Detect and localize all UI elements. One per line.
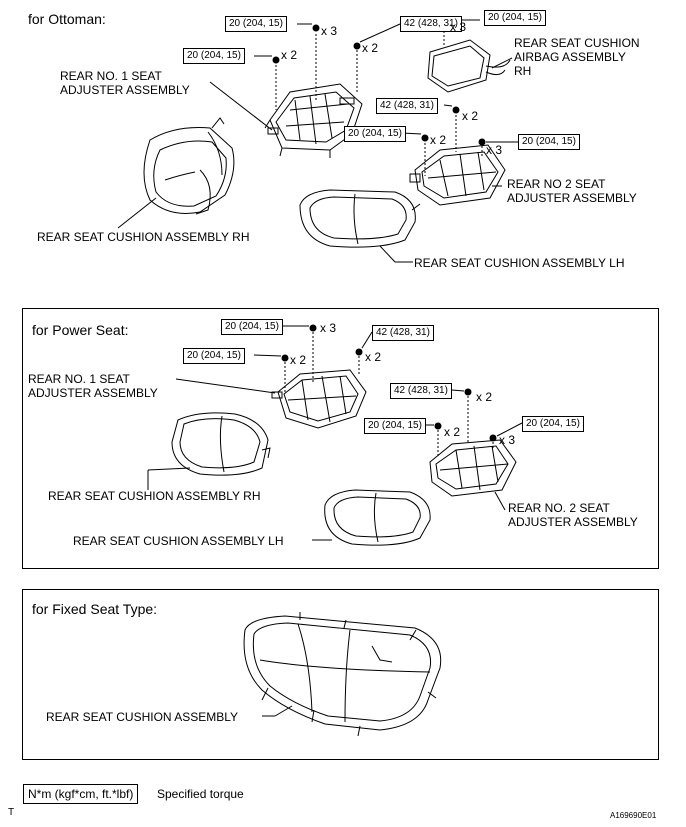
power-label-adjuster-1: REAR NO. 1 SEAT ADJUSTER ASSEMBLY [28,372,158,400]
ottoman-section-title: for Ottoman: [28,11,106,27]
power-torque-1: 20 (204, 15) [221,319,283,335]
power-qty-1: x 3 [320,321,337,335]
ottoman-qty-2: x 2 [362,41,379,55]
torque-legend-meaning: Specified torque [157,787,244,801]
ottoman-cushion-lh-drawing [299,189,421,248]
ottoman-torque-3: 20 (204, 15) [484,10,546,26]
power-qty-5: x 2 [444,425,461,439]
power-label-cushion-rh: REAR SEAT CUSHION ASSEMBLY RH [48,489,261,503]
ottoman-qty-3: x 3 [450,20,467,34]
power-cushion-lh-drawing [324,489,431,546]
ottoman-label-adjuster-2: REAR NO 2 SEAT ADJUSTER ASSEMBLY [507,177,637,205]
power-seat-panel [22,308,659,569]
power-qty-3: x 2 [290,353,307,367]
torque-unit-legend: N*m (kgf*cm, ft.*lbf) [23,784,139,804]
fixed-seat-panel [22,589,659,760]
power-torque-4: 42 (428, 31) [390,383,452,399]
ottoman-cushion-rh-drawing [143,117,235,215]
power-qty-6: x 3 [499,433,516,447]
power-torque-6: 20 (204, 15) [522,416,584,432]
power-bolt-heads [281,324,497,442]
ottoman-torque-7: 20 (204, 15) [518,134,580,150]
airbag-drawing [427,39,511,93]
power-qty-4: x 2 [476,390,493,404]
ottoman-adjuster-1-drawing [264,83,363,158]
power-cushion-rh-drawing [171,412,271,476]
ottoman-bolts [275,27,483,176]
ottoman-qty-6: x 2 [430,133,447,147]
ottoman-qty-7: x 3 [486,143,503,157]
fixed-label-cushion: REAR SEAT CUSHION ASSEMBLY [46,710,239,724]
power-torque-2: 42 (428, 31) [372,325,434,341]
fixed-leader-lines [262,705,293,717]
ottoman-qty-5: x 2 [462,109,479,123]
power-label-adjuster-2: REAR NO. 2 SEAT ADJUSTER ASSEMBLY [508,501,638,529]
ottoman-torque-4: 20 (204, 15) [183,48,245,64]
ottoman-torque-1: 20 (204, 15) [225,16,287,32]
power-adjuster-1-drawing [271,369,367,429]
ottoman-qty-4: x 2 [281,48,298,62]
ottoman-label-cushion-lh: REAR SEAT CUSHION ASSEMBLY LH [414,256,625,270]
power-section-title: for Power Seat: [32,322,129,338]
ottoman-torque-5: 42 (428, 31) [376,98,438,114]
ottoman-torque-2: 42 (428, 31) [400,16,462,32]
power-torque-5: 20 (204, 15) [364,418,426,434]
footer-left-mark: T [8,807,15,818]
power-qty-2: x 2 [365,350,382,364]
figure-code: A169690E01 [610,811,657,820]
ottoman-qty-1: x 3 [321,24,338,38]
ottoman-label-cushion-rh: REAR SEAT CUSHION ASSEMBLY RH [37,230,250,244]
fixed-section-title: for Fixed Seat Type: [32,601,158,617]
power-leader-lines [147,325,523,541]
power-bolts [284,332,494,458]
ottoman-adjuster-2-drawing [409,144,506,206]
power-torque-3: 20 (204, 15) [183,348,245,364]
ottoman-label-adjuster-1: REAR NO. 1 SEAT ADJUSTER ASSEMBLY [60,69,190,97]
ottoman-leader-lines [117,19,518,263]
ottoman-torque-6: 20 (204, 15) [344,126,406,142]
ottoman-label-airbag: REAR SEAT CUSHION AIRBAG ASSEMBLY RH [514,36,640,78]
power-label-cushion-lh: REAR SEAT CUSHION ASSEMBLY LH [73,534,284,548]
power-adjuster-2-drawing [429,439,517,497]
fixed-cushion-drawing [243,612,442,737]
